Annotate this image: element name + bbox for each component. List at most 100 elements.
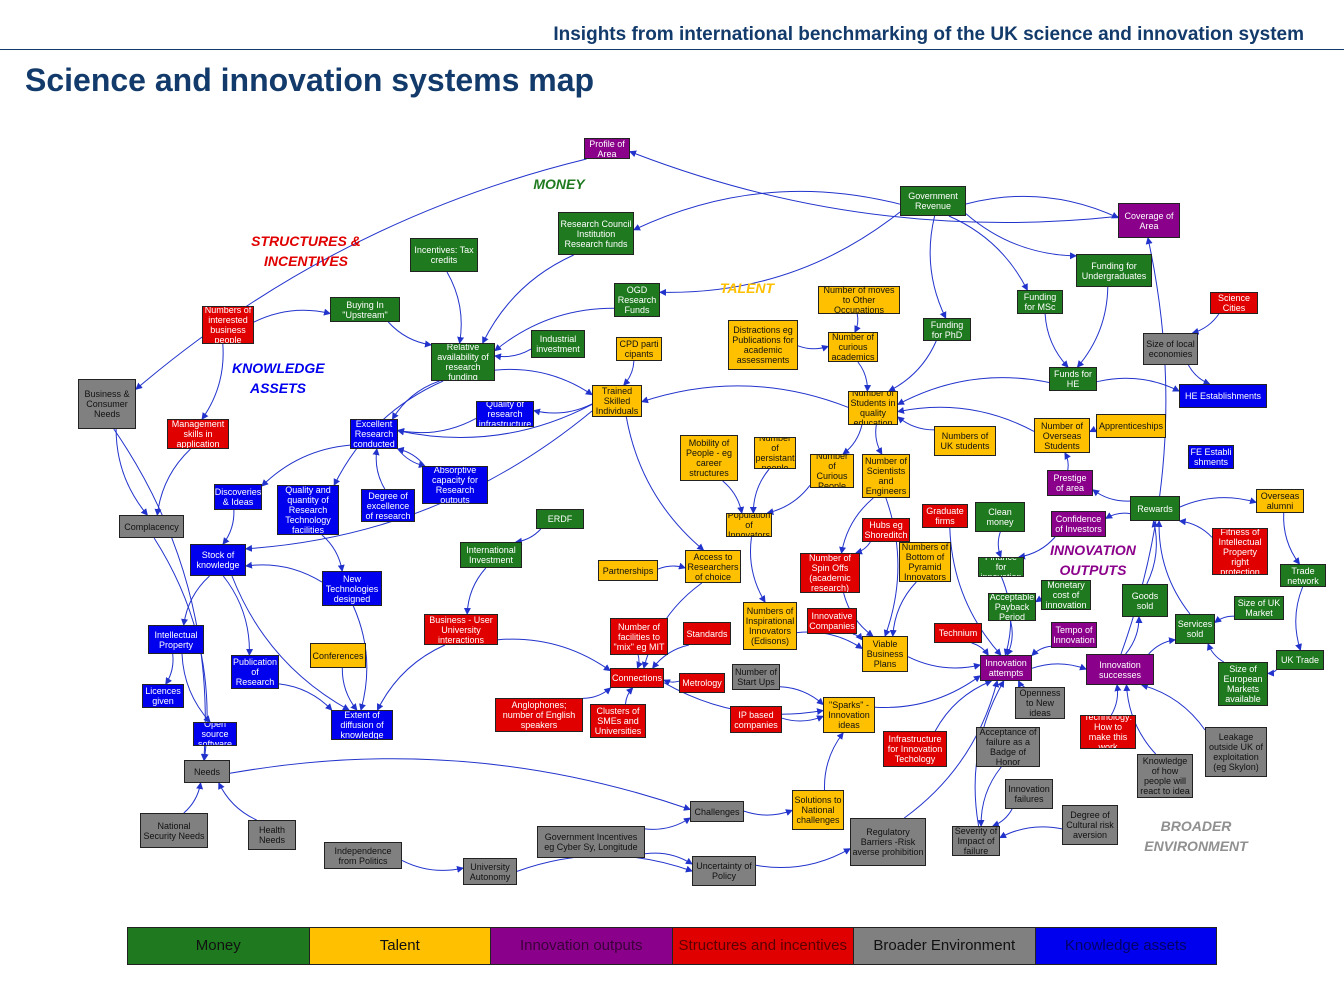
node-persistent: Number of persistant people xyxy=(754,437,796,469)
node-fitness-ip: Fitness of Intellectual Property right p… xyxy=(1212,528,1268,575)
link-trade-net-to-uk-trade xyxy=(1295,586,1304,651)
node-phd-fund: Funding for PhD xyxy=(923,318,971,341)
node-solutions: Solutions to National challenges xyxy=(792,790,844,830)
link-phd-fund-to-students-qe xyxy=(888,340,937,392)
node-trained: Trained Skilled Individuals xyxy=(592,385,642,417)
node-intl-invest: International Investment xyxy=(460,542,522,568)
link-tempo-to-innov-att xyxy=(1031,645,1052,657)
node-finance: Finance for innovation xyxy=(978,557,1024,577)
node-independence: Independence from Politics xyxy=(324,842,402,869)
category-label-broader: BROADER ENVIRONMENT xyxy=(1144,818,1248,854)
link-innov-succ-to-services xyxy=(1148,637,1176,655)
link-innov-att-to-innov-succ xyxy=(1031,663,1087,671)
link-leakage-to-innov-succ xyxy=(1140,683,1206,731)
link-bus-uni-to-extent-diff xyxy=(377,644,446,711)
node-curious-acad: Number of curious academics xyxy=(828,332,878,362)
node-msc-fund: Funding for MSc xyxy=(1017,290,1063,314)
link-eu-market-to-services xyxy=(1207,643,1225,663)
node-eu-market: Size of European Markets available xyxy=(1218,662,1268,706)
link-funds-he-to-students-qe xyxy=(897,377,1050,405)
category-label-talent: TALENT xyxy=(719,280,775,296)
link-trained-to-quality-infra xyxy=(533,403,593,416)
link-stock-know-to-extent-diff xyxy=(231,575,350,711)
header-rule xyxy=(0,49,1344,50)
node-technium: Technium xyxy=(934,623,982,643)
link-anglophones-to-connections xyxy=(582,687,612,699)
link-independence-to-uni-auto xyxy=(401,859,464,873)
link-distractions-to-curious-acad xyxy=(797,345,829,352)
node-curious-people: Number of Curious People xyxy=(810,454,854,488)
link-monetary-to-payback xyxy=(1035,595,1043,603)
node-sparks: "Sparks" - Innovation ideas xyxy=(823,697,875,733)
link-funds-he-to-he-estab xyxy=(1096,377,1180,392)
node-uk-students: Numbers of UK students xyxy=(934,426,996,456)
link-persistent-to-pop-innov xyxy=(749,468,770,514)
node-clean-money: Clean money xyxy=(975,502,1025,532)
node-gov-rev: Government Revenue xyxy=(900,186,966,216)
link-inspirational-to-viable xyxy=(796,631,863,649)
node-qual-tech: Quality and quantity of Research Technol… xyxy=(277,485,339,535)
node-new-tech: New Technologies designed xyxy=(322,571,382,606)
node-sci-eng: Number of Scientists and Engineers xyxy=(862,454,910,498)
node-access-res: Access to Researchers of choice xyxy=(685,550,741,583)
link-mgmt-to-complacency xyxy=(154,448,191,516)
node-ip: Intellectual Property xyxy=(148,625,204,654)
legend-item-6: Knowledge assets xyxy=(1035,928,1216,964)
node-rel-avail: Relative availability of research fundin… xyxy=(431,343,495,381)
link-degree-exc-to-excellent xyxy=(372,448,386,490)
node-pop-innov: Population of Innovators xyxy=(726,513,772,537)
node-local-econ: Size of local economies xyxy=(1143,333,1198,365)
link-gov-rev-to-msc-fund xyxy=(948,215,1028,291)
node-rc-funds: Research Council Institution Research fu… xyxy=(558,212,634,255)
node-spinouts: Number of Spin Offs (academic research) xyxy=(800,553,860,593)
link-excellent-to-absorptive xyxy=(397,448,426,469)
node-absorptive: Absorptive capacity for Research outputs xyxy=(422,466,488,504)
node-upstream: Buying In "Upstream" xyxy=(330,297,400,322)
node-apprentice: Apprenticeships xyxy=(1096,414,1166,438)
link-students-qe-to-trained xyxy=(641,385,849,408)
node-licences: Licences given xyxy=(142,684,184,708)
link-overseas-alumni-to-trade-net xyxy=(1283,512,1300,565)
node-quality-infra: Quality of research infrastructure xyxy=(476,401,534,427)
node-discoveries: Discoveries & Ideas xyxy=(214,484,262,510)
node-confidence: Confidence of Investors xyxy=(1051,511,1106,537)
legend-item-2: Talent xyxy=(309,928,491,964)
node-inspirational: Numbers of Inspirational Innovators (Edi… xyxy=(743,602,797,650)
node-cpd: CPD parti cipants xyxy=(616,337,662,361)
link-students-qe-to-sci-eng xyxy=(875,424,883,455)
link-coverage-to-profile xyxy=(629,150,1119,224)
link-upstream-to-rel-avail xyxy=(387,321,432,348)
link-absorptive-to-excellent xyxy=(396,446,426,467)
link-apprentice-to-overseas-st xyxy=(1089,425,1097,433)
link-facilities-mix-to-connections xyxy=(636,654,643,669)
link-needs-to-challenges xyxy=(229,758,691,811)
link-regulatory-to-innov-att xyxy=(904,680,1000,819)
link-rewards-to-prestige xyxy=(1092,489,1131,502)
link-tax-to-rel-avail xyxy=(446,271,465,344)
node-viable: Viable Business Plans xyxy=(862,636,908,672)
node-excellent: Excellent Research conducted xyxy=(350,419,398,449)
node-extent-diff: Extent of diffusion of knowledge xyxy=(331,710,393,740)
link-local-econ-to-he-estab xyxy=(1187,364,1211,385)
link-tech-how-to-innov-succ xyxy=(1110,684,1122,716)
link-payback-to-innov-att xyxy=(1006,620,1014,656)
node-partnerships: Partnerships xyxy=(598,560,658,581)
node-profile: Profile of Area xyxy=(584,138,630,159)
link-cpd-to-trained xyxy=(623,360,635,386)
link-clean-money-to-finance xyxy=(995,531,1002,558)
node-leakage: Leakage outside UK of exploitation (eg S… xyxy=(1205,727,1267,777)
link-pop-innov-to-inspirational xyxy=(749,536,766,603)
node-tempo: Tempo of Innovation xyxy=(1051,622,1097,648)
link-uncertainty-to-regulatory xyxy=(755,848,851,868)
link-trained-to-access-res xyxy=(625,416,705,551)
node-goods-sold: Goods sold xyxy=(1122,584,1168,617)
node-services: Services sold xyxy=(1175,614,1215,644)
link-curious-acad-to-students-qe xyxy=(857,361,872,392)
link-sparks-to-innov-att xyxy=(874,675,981,708)
link-metrology-to-connections xyxy=(663,679,680,686)
node-publication: Publication of Research xyxy=(231,655,279,689)
node-knowledge-people: Knowledge of how people will react to id… xyxy=(1137,754,1193,798)
node-erdf: ERDF xyxy=(536,509,584,529)
link-gov-rev-to-phd-fund xyxy=(929,215,947,319)
